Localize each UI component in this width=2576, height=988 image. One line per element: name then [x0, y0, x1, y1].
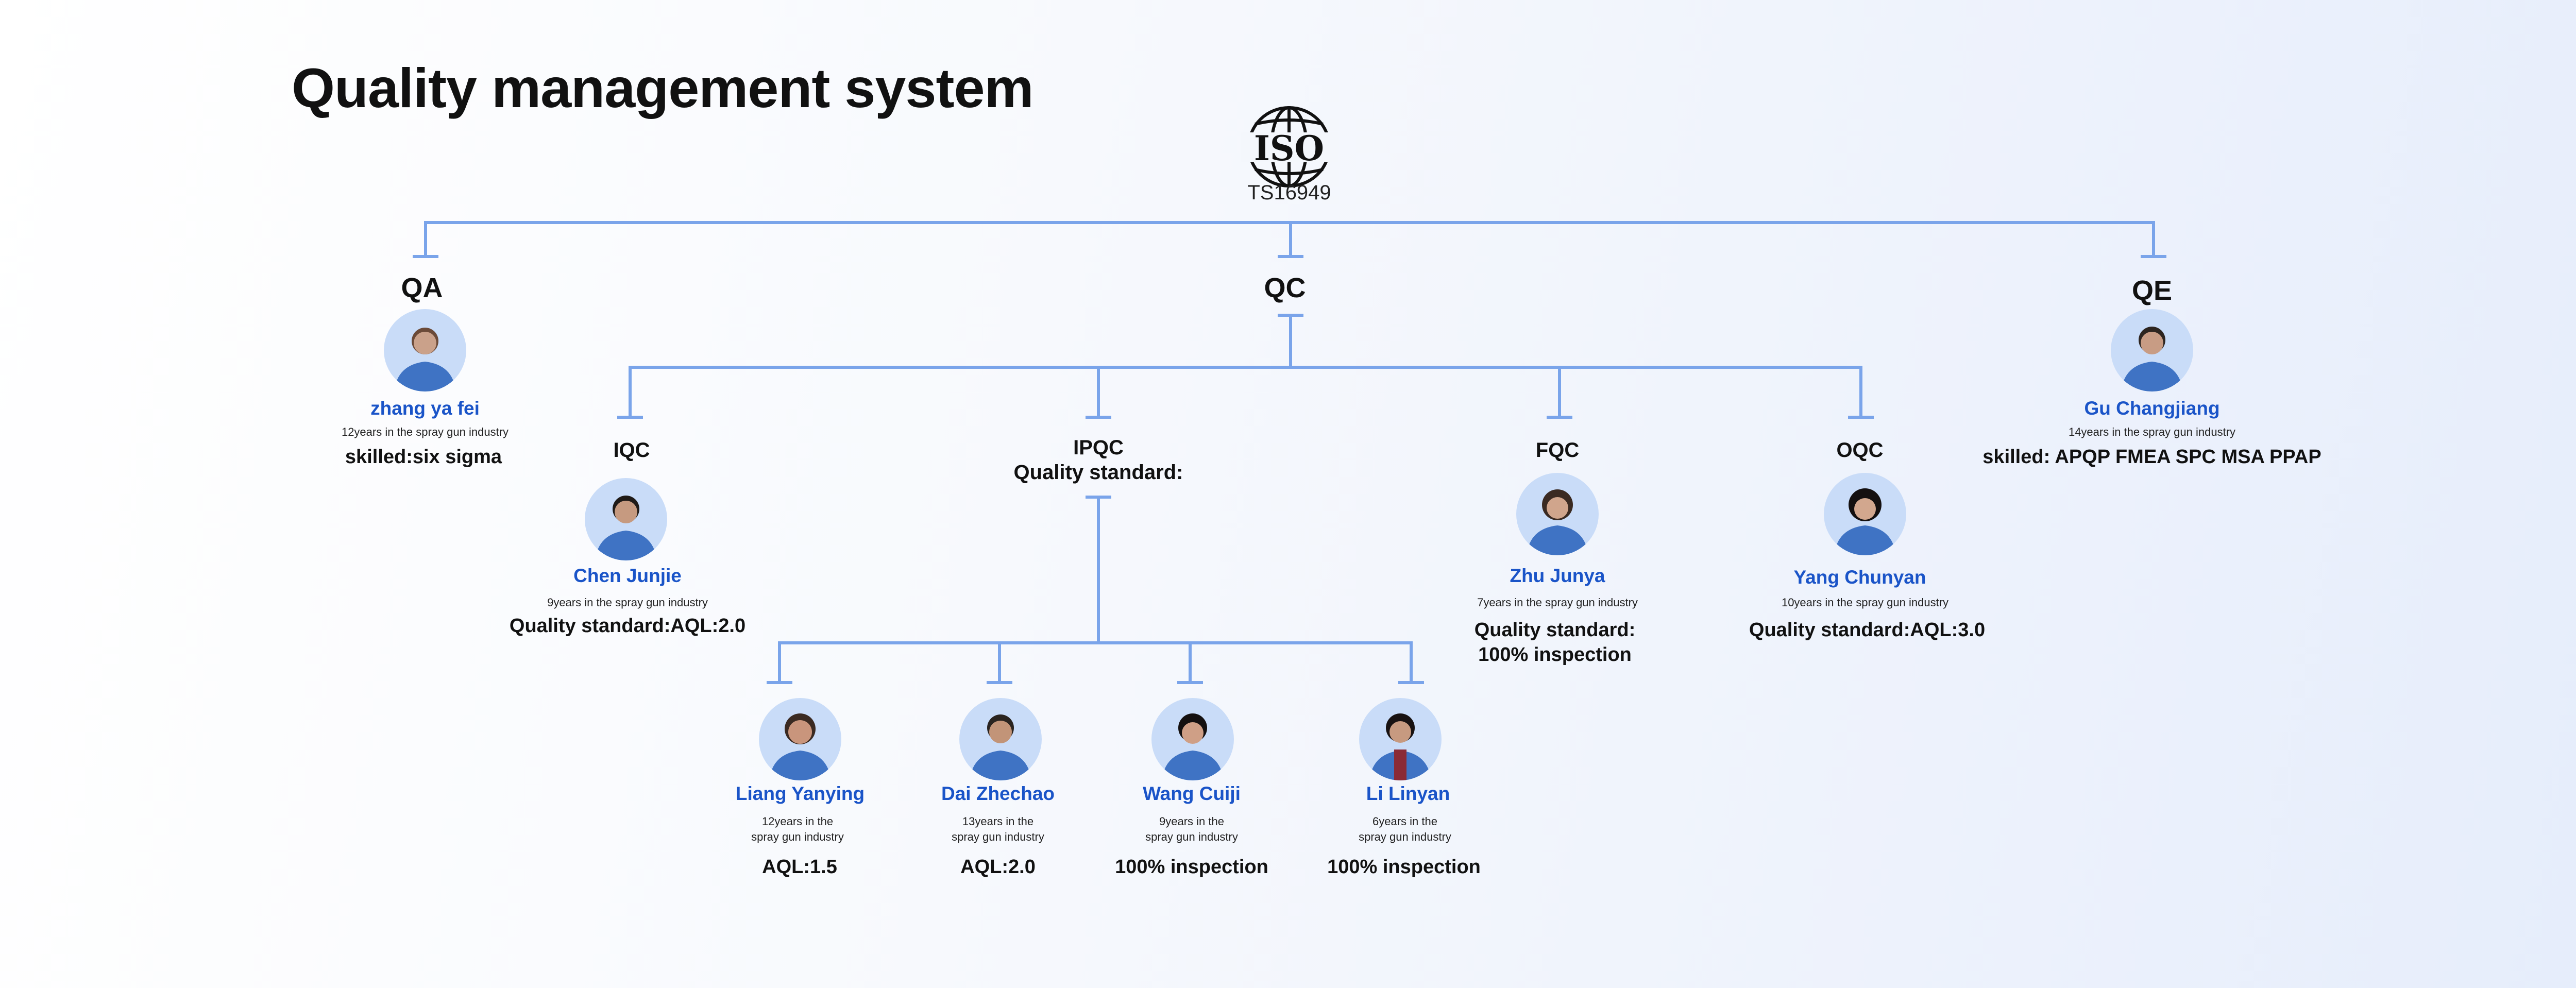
role-iqc: IQC — [613, 439, 650, 462]
standard-ipqc-member-2: AQL:2.0 — [960, 856, 1036, 878]
name-ipqc-member-2: Dai Zhechao — [941, 783, 1055, 804]
experience-ipqc-member-2-line2: spray gun industry — [952, 830, 1044, 843]
iso-logo: ISO — [1236, 106, 1342, 188]
experience-ipqc-member-3-line1: 9years in the — [1159, 815, 1224, 828]
person-photo-icon — [1162, 713, 1224, 780]
avatar-fqc — [1516, 473, 1599, 555]
experience-oqc: 10years in the spray gun industry — [1781, 596, 1949, 609]
skill-qa: skilled:six sigma — [345, 446, 502, 468]
standard-ipqc-member-4: 100% inspection — [1327, 856, 1481, 878]
page-title: Quality management system — [292, 57, 1034, 119]
avatar-ipqc-member-2 — [959, 698, 1042, 780]
person-photo-icon — [1834, 488, 1896, 555]
experience-qa: 12years in the spray gun industry — [341, 425, 509, 438]
avatar-ipqc-member-4 — [1359, 698, 1442, 780]
standard-iqc: Quality standard:AQL:2.0 — [509, 615, 746, 637]
standard-fqc-line2: 100% inspection — [1478, 644, 1632, 666]
standard-ipqc-member-3: 100% inspection — [1115, 856, 1268, 878]
person-photo-icon — [1369, 713, 1431, 780]
name-oqc: Yang Chunyan — [1793, 567, 1926, 588]
person-photo-icon — [595, 496, 657, 560]
experience-ipqc-member-4-line1: 6years in the — [1372, 815, 1437, 828]
globe-icon: ISO — [1241, 106, 1338, 188]
avatar-qe — [2111, 309, 2193, 391]
avatar-iqc — [585, 478, 667, 560]
name-fqc: Zhu Junya — [1510, 565, 1605, 586]
experience-ipqc-member-1-line1: 12years in the — [761, 815, 834, 828]
role-qa: QA — [401, 272, 443, 303]
name-iqc: Chen Junjie — [573, 565, 682, 586]
person-photo-icon — [970, 714, 1031, 780]
role-qe: QE — [2131, 275, 2173, 306]
standard-fqc-line1: Quality standard: — [1474, 619, 1636, 641]
experience-fqc: 7years in the spray gun industry — [1477, 596, 1638, 609]
experience-ipqc-member-2-line1: 13years in the — [962, 815, 1034, 828]
name-qe: Gu Changjiang — [2084, 398, 2220, 419]
experience-ipqc-member-3-line2: spray gun industry — [1145, 830, 1238, 843]
avatar-qa — [384, 309, 466, 391]
person-photo-icon — [1527, 489, 1588, 555]
person-photo-icon — [769, 713, 831, 780]
role-oqc: OQC — [1836, 439, 1884, 462]
role-ipqc: IPQC — [1073, 436, 1124, 459]
experience-ipqc-member-4-line2: spray gun industry — [1359, 830, 1451, 843]
name-ipqc-member-4: Li Linyan — [1366, 783, 1450, 804]
avatar-ipqc-member-1 — [759, 698, 841, 780]
name-ipqc-member-3: Wang Cuiji — [1143, 783, 1241, 804]
name-ipqc-member-1: Liang Yanying — [735, 783, 865, 804]
person-photo-icon — [2121, 327, 2183, 391]
skill-qe: skilled: APQP FMEA SPC MSA PPAP — [1982, 446, 2321, 468]
avatar-oqc — [1824, 473, 1906, 555]
avatar-ipqc-member-3 — [1151, 698, 1234, 780]
iso-subtitle: TS16949 — [1247, 181, 1331, 204]
name-qa: zhang ya fei — [370, 398, 480, 419]
role-qc: QC — [1264, 272, 1306, 303]
role-fqc: FQC — [1535, 439, 1580, 462]
person-photo-icon — [394, 328, 456, 391]
standard-oqc: Quality standard:AQL:3.0 — [1749, 619, 1986, 641]
experience-qe: 14years in the spray gun industry — [2068, 425, 2236, 438]
standard-ipqc-member-1: AQL:1.5 — [762, 856, 837, 878]
experience-ipqc-member-1-line2: spray gun industry — [751, 830, 844, 843]
standard-label-ipqc: Quality standard: — [1013, 461, 1183, 484]
iso-logo-text: ISO — [1254, 128, 1324, 168]
experience-iqc: 9years in the spray gun industry — [547, 596, 708, 609]
